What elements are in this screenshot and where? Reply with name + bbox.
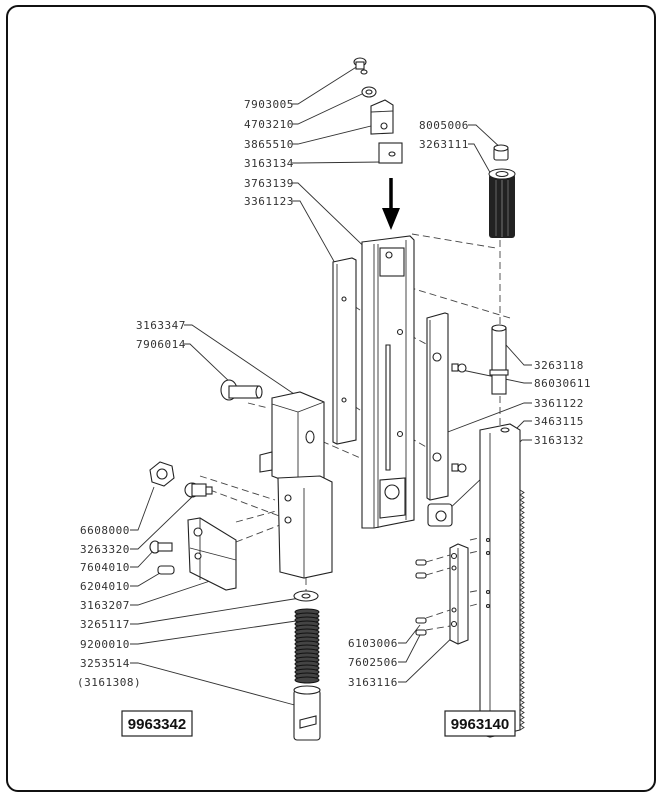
left-strip-3361123: [332, 257, 357, 445]
callout-3865510: 3865510: [244, 138, 294, 151]
callout-3263111: 3263111: [419, 138, 469, 151]
diagram-frame: [6, 5, 656, 792]
callout-4703210: 4703210: [244, 118, 294, 131]
callout-3361123: 3361123: [244, 195, 294, 208]
callout-7903005: 7903005: [244, 98, 294, 111]
callout-7906014: 7906014: [136, 338, 186, 351]
callout-7604010: 7604010: [80, 561, 130, 574]
screw-7604010: [149, 540, 173, 554]
callout-3263118: 3263118: [534, 359, 584, 372]
rack-top-block-3163132: [427, 503, 453, 527]
down-arrow-icon: [382, 178, 400, 230]
callout-3163207: 3163207: [80, 599, 130, 612]
callout-3161308: (3161308): [77, 676, 141, 689]
callout-6608000: 6608000: [80, 524, 130, 537]
callout-3253514: 3253514: [80, 657, 130, 670]
callout-8005006: 8005006: [419, 119, 469, 132]
washer-3265117: [293, 590, 319, 602]
sleeve-3253514: [293, 685, 321, 741]
rack-3463115: [479, 423, 525, 738]
knurled-grip-3263111: [488, 168, 516, 238]
callout-3263320: 3263320: [80, 543, 130, 556]
lower-block: [277, 475, 333, 579]
screw-7903005: [353, 57, 368, 75]
callout-3361122: 3361122: [534, 397, 584, 410]
spring-coil: [294, 676, 320, 684]
callout-3163132: 3163132: [534, 434, 584, 447]
callout-7602506: 7602506: [348, 656, 398, 669]
leader-lines: [130, 65, 532, 708]
callout-6204010: 6204010: [80, 580, 130, 593]
callout-86030611: 86030611: [534, 377, 591, 390]
screws-86030611: [451, 363, 467, 473]
callout-6103006: 6103006: [348, 637, 398, 650]
set-screw-6204010: [157, 565, 175, 575]
bushing-3263320: [184, 482, 213, 498]
small-screws-right: [415, 559, 427, 636]
callout-3163116: 3163116: [348, 676, 398, 689]
block-3163347: [259, 391, 325, 487]
part-labels: 7903005 4703210 3865510 3163134 3763139 …: [77, 98, 591, 689]
callout-9200010: 9200010: [80, 638, 130, 651]
right-strip-3361122: [426, 312, 449, 501]
guide-bar-3163116: [449, 543, 469, 645]
assembly-number-left: 9963342: [128, 716, 186, 733]
callout-3463115: 3463115: [534, 415, 584, 428]
callout-3763139: 3763139: [244, 177, 294, 190]
column-3763139: [361, 235, 415, 529]
hex-nut-6608000: [149, 461, 175, 487]
callout-3265117: 3265117: [80, 618, 130, 631]
washer-4703210: [361, 86, 377, 98]
spring-9200010: [294, 608, 320, 684]
bracket-3163207: [187, 517, 237, 591]
callout-3163347: 3163347: [136, 319, 186, 332]
assembly-number-right: 9963140: [451, 716, 509, 733]
pin-3263118: [489, 324, 509, 395]
assembly-label-left: 9963342: [121, 710, 193, 737]
assembly-label-right: 9963140: [444, 710, 516, 737]
shoulder-bolt-7906014: [220, 379, 263, 401]
cap-8005006: [493, 144, 509, 161]
latch-plate-3865510: [370, 99, 394, 135]
square-plate-3163134: [378, 142, 403, 164]
callout-3163134: 3163134: [244, 157, 294, 170]
